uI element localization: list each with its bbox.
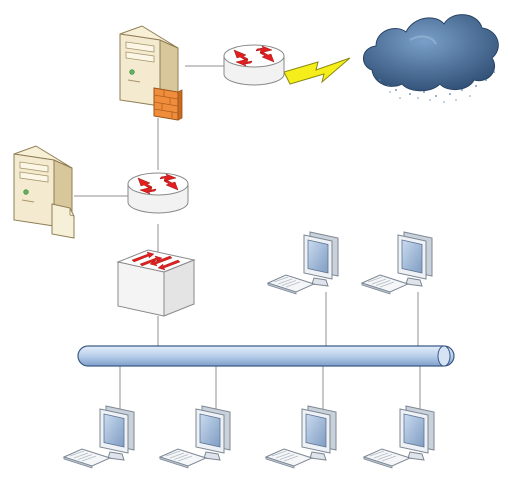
workstation-icon [265, 405, 337, 469]
workstation-icon [361, 231, 433, 295]
lightning-link-icon [283, 57, 351, 85]
workstation-icon [267, 231, 339, 295]
ethernet-bus-icon [77, 345, 455, 367]
switch-icon [116, 249, 196, 317]
document-icon [51, 203, 75, 239]
links [74, 65, 421, 410]
core-router-icon [127, 172, 189, 214]
edge-router-icon [223, 44, 285, 86]
file-server-icon [13, 145, 75, 239]
workstation-icon [159, 405, 231, 469]
workstation-icon [363, 405, 435, 469]
workstation-icon [63, 405, 135, 469]
server-firewall-icon [119, 25, 183, 121]
internet-cloud-icon [363, 14, 499, 103]
firewall-icon [153, 87, 183, 121]
